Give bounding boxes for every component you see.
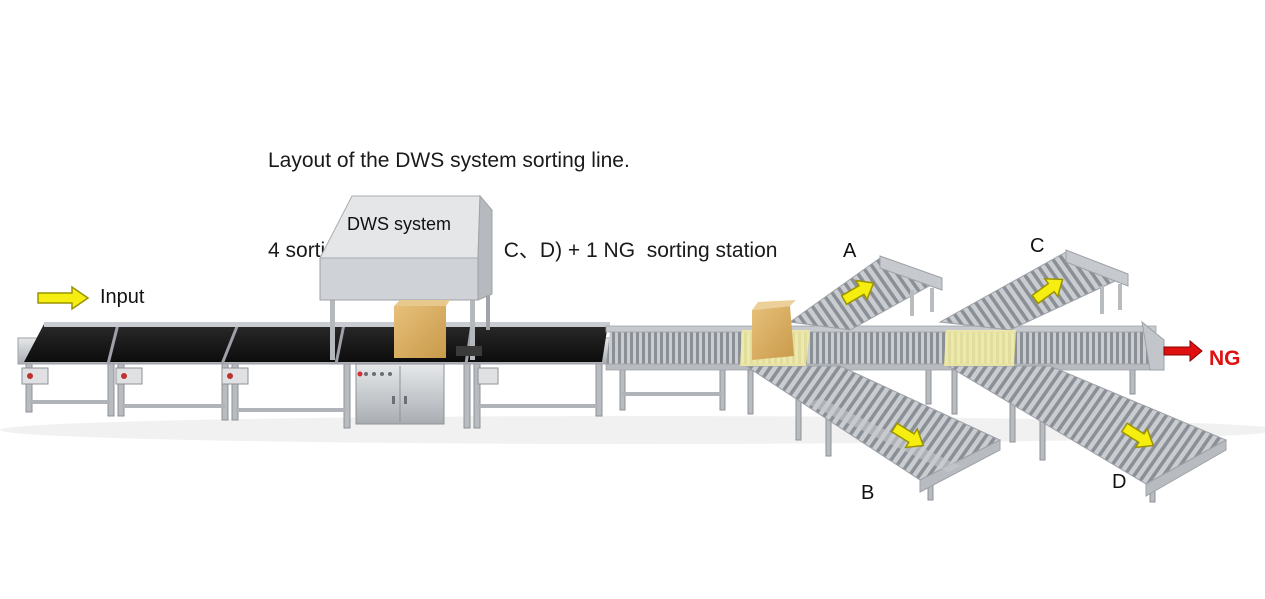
title-line-1: Layout of the DWS system sorting line.: [268, 149, 630, 172]
input-arrow-icon: [37, 285, 90, 311]
arrow-b-icon: [890, 422, 925, 449]
dws-hood: [319, 194, 493, 425]
ng-arrow-icon: [1163, 339, 1203, 363]
station-c-label: C: [1030, 235, 1045, 257]
arrow-d-icon: [1120, 422, 1155, 449]
parcel: [752, 300, 796, 360]
yellow-arrows: [840, 277, 1155, 449]
divert-c-conveyor: [938, 249, 1129, 331]
divert-d-conveyor: [946, 365, 1228, 503]
station-d-label: D: [1112, 471, 1127, 493]
arrow-c-icon: [1031, 277, 1064, 305]
station-a-label: A: [843, 240, 857, 262]
dws-system-label: DWS system: [347, 214, 452, 234]
ng-label: NG: [1209, 347, 1241, 370]
station-b-label: B: [861, 482, 875, 504]
belt-conveyor: [17, 322, 611, 429]
arrow-a-icon: [840, 279, 875, 306]
sorter-zone-2: [944, 330, 1016, 366]
input-label: Input: [100, 286, 145, 308]
divert-b-conveyor: [744, 365, 1002, 501]
